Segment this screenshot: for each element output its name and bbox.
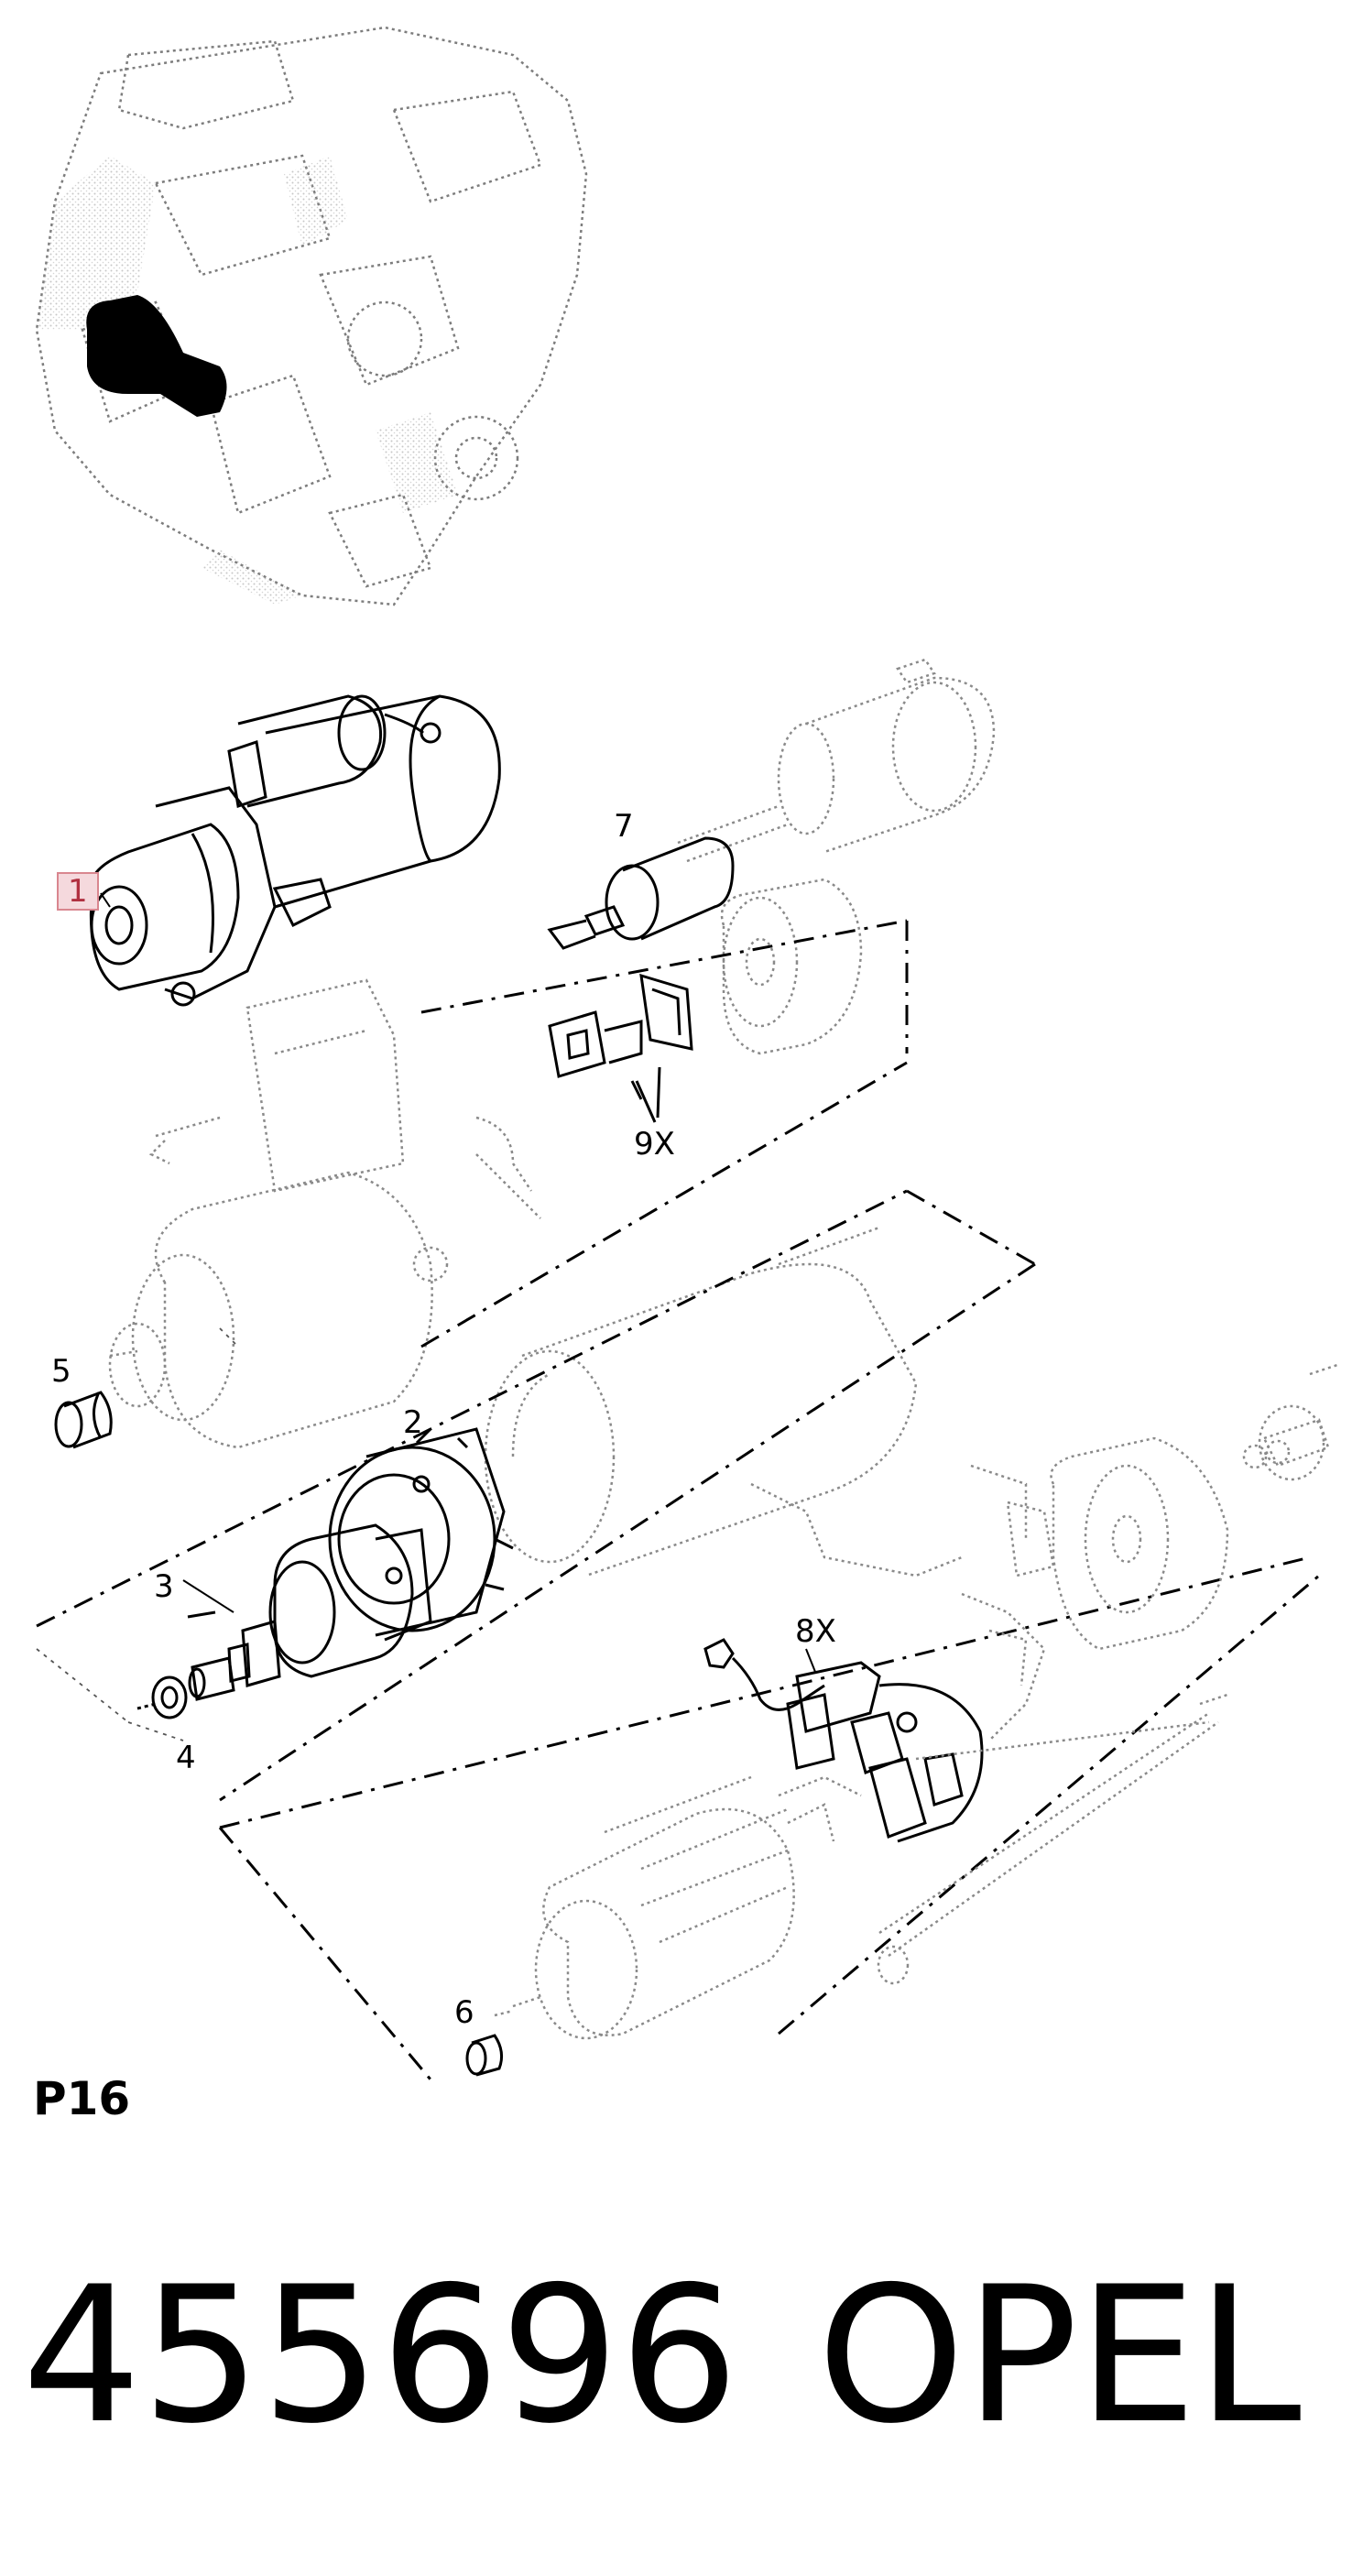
armature-ghost <box>494 1693 1228 2040</box>
callout-5: 5 <box>51 1353 71 1390</box>
callout-6: 6 <box>454 1994 474 2031</box>
plunger-part <box>547 836 735 950</box>
starter-motor-assembly <box>89 694 501 1007</box>
brush-holder-8X <box>703 1638 984 1843</box>
guide-lines-thin <box>36 1327 239 1741</box>
terminal-kit <box>548 973 693 1123</box>
callout-4: 4 <box>176 1740 196 1776</box>
bushing-6 <box>465 2034 504 2077</box>
callout-8X: 8X <box>795 1613 836 1650</box>
starter-location-marker <box>86 295 227 417</box>
brand-name: OPEL <box>817 2247 1302 2465</box>
callout-1[interactable]: 1 <box>57 872 99 911</box>
guide-lines <box>36 919 1320 2080</box>
pinion-drive-3 <box>187 1523 432 1701</box>
starter-ghost <box>108 978 918 1577</box>
part-number: 455696 <box>22 2247 739 2465</box>
page-code: P16 <box>33 2072 131 2125</box>
callout-7: 7 <box>614 808 634 845</box>
callout-9X: 9X <box>634 1126 675 1162</box>
callout-3: 3 <box>154 1568 174 1605</box>
washer-4 <box>136 1675 188 1719</box>
callout-2: 2 <box>403 1404 423 1441</box>
callout-leaders <box>100 892 816 1673</box>
solenoid-ghost <box>677 658 996 863</box>
drive-end-ghost <box>720 878 863 1055</box>
end-cover-ghost <box>750 1363 1338 1741</box>
bushing-5 <box>54 1391 113 1449</box>
engine-shading <box>37 156 458 605</box>
drive-end-bracket-2 <box>328 1427 514 1637</box>
